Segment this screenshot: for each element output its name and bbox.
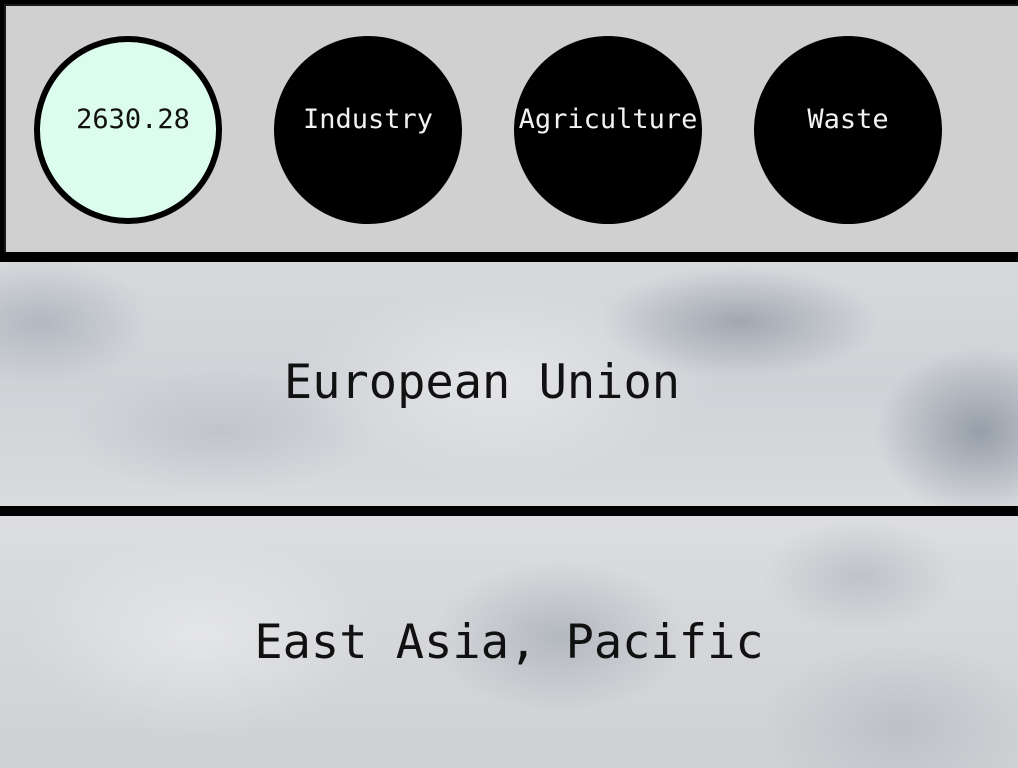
- agriculture-label: Agriculture: [518, 103, 698, 135]
- total-value-button[interactable]: 2630.28: [34, 36, 222, 224]
- total-value-label: 2630.28: [76, 103, 190, 135]
- region-label: European Union: [283, 354, 681, 410]
- region-row-east-asia-pacific[interactable]: East Asia, Pacific: [0, 516, 1018, 768]
- region-label: East Asia, Pacific: [254, 614, 764, 670]
- agriculture-button[interactable]: Agriculture: [514, 36, 702, 224]
- waste-label: Waste: [807, 103, 889, 135]
- industry-label: Industry: [302, 103, 434, 135]
- waste-button[interactable]: Waste: [754, 36, 942, 224]
- region-row-european-union[interactable]: European Union: [0, 262, 1018, 506]
- category-toolbar: 2630.28 Industry Agriculture Waste: [4, 4, 1018, 252]
- industry-button[interactable]: Industry: [274, 36, 462, 224]
